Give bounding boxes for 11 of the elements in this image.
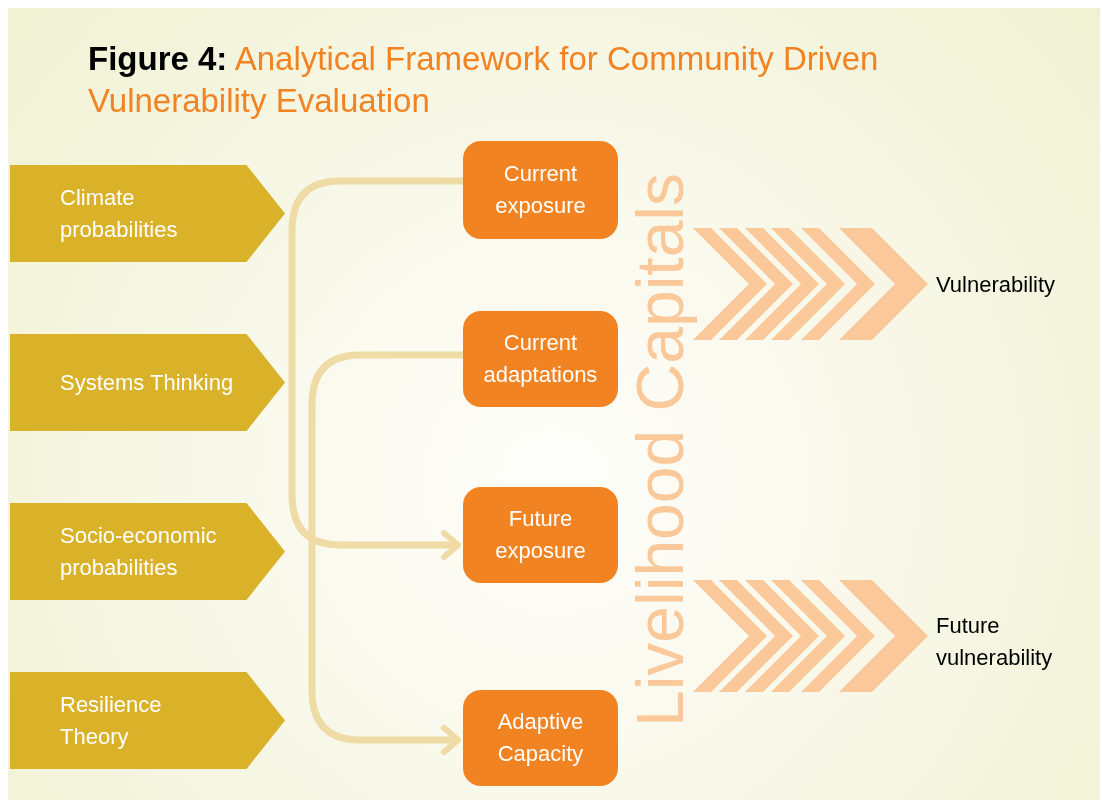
rounded-box: Adaptive Capacity: [463, 690, 618, 786]
result-label: Vulnerability: [936, 270, 1086, 300]
rounded-box: Future exposure: [463, 487, 618, 583]
flow-arrow: [308, 351, 463, 755]
chevron-arrow: [693, 580, 928, 692]
result-label: Future vulnerability: [936, 612, 1086, 672]
rounded-box: Current exposure: [463, 141, 618, 239]
rounded-box: Current adaptations: [463, 311, 618, 407]
chevron-arrow: [693, 228, 928, 340]
flow-arrow: [288, 177, 463, 560]
title: Figure 4: Analytical Framework for Community Driven Vulnerability Evaluation: [88, 39, 880, 121]
